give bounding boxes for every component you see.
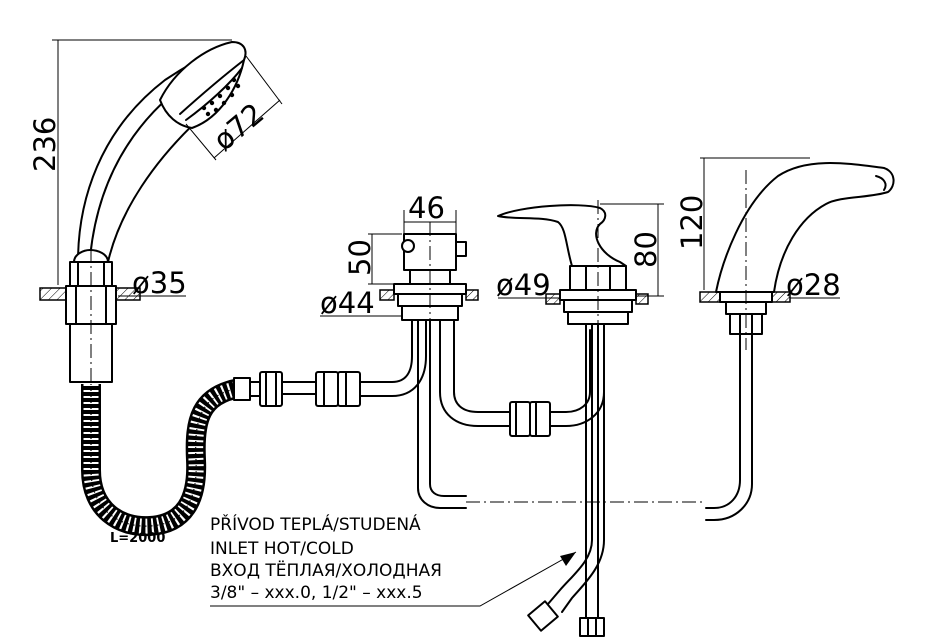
inlet-fitting-left <box>527 600 559 632</box>
hose-length-label: L=2000 <box>110 531 165 546</box>
shower-hose: L=2000 <box>81 311 427 546</box>
deck-left <box>39 287 67 301</box>
dim-80-label: 80 <box>629 231 663 268</box>
dim-46-label: 46 <box>408 191 445 225</box>
shower-head <box>159 41 247 129</box>
dimension-80: 80 <box>600 203 664 297</box>
inlet-leader-line <box>210 551 577 607</box>
inlet-note-line1: PŘÍVOD TEPLÁ/STUDENÁ <box>210 513 421 535</box>
dimension-120: 120 <box>675 157 810 290</box>
dimension-dia-35: ø35 <box>118 266 187 300</box>
dim-28-label: ø28 <box>786 268 841 302</box>
dimension-dia-28: ø28 <box>786 268 841 302</box>
inlet-note: PŘÍVOD TEPLÁ/STUDENÁ INLET HOT/COLD ВХОД… <box>210 513 577 607</box>
inlet-fitting-right <box>579 617 605 637</box>
mid-coupling <box>509 329 605 437</box>
dim-50-label: 50 <box>343 239 377 276</box>
spout: 120 ø28 <box>675 157 895 521</box>
inlet-note-line4: 3/8" – xxx.0, 1/2" – xxx.5 <box>210 583 423 603</box>
dimension-dia-44: ø44 <box>320 286 402 320</box>
mixer: 80 ø49 <box>496 200 664 637</box>
dim-35-label: ø35 <box>132 266 187 300</box>
dimension-dia-49: ø49 <box>496 268 560 302</box>
dim-49-label: ø49 <box>496 268 551 302</box>
spout-body <box>715 162 895 293</box>
dim-120-label: 120 <box>675 195 709 250</box>
inlet-note-line3: ВХОД ТЁПЛАЯ/ХОЛОДНАЯ <box>210 560 442 581</box>
dimension-50: 50 <box>343 233 402 285</box>
dim-236-label: 236 <box>28 117 62 172</box>
inlet-note-line2: INLET HOT/COLD <box>210 539 354 559</box>
diverter: 46 50 ø44 <box>320 191 511 509</box>
deck-right <box>699 291 721 303</box>
mixer-lever <box>497 204 627 267</box>
hand-shower: 236 ø72 <box>28 39 283 384</box>
dimension-46: 46 <box>403 191 457 234</box>
dim-44-label: ø44 <box>320 286 375 320</box>
dimension-236: 236 <box>28 39 232 285</box>
